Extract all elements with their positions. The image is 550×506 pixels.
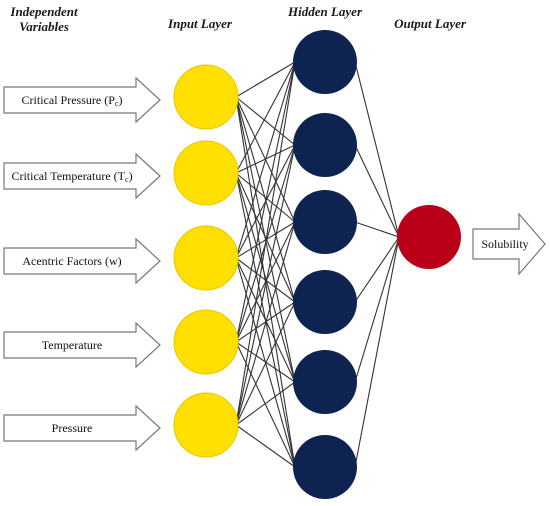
input-label-tail: ) bbox=[129, 169, 133, 183]
input-label-4: Temperature bbox=[42, 338, 102, 352]
independent-variables-header: Independent Variables bbox=[0, 4, 88, 34]
connection-input-2-hidden-5 bbox=[235, 172, 296, 383]
input-label-3: Acentric Factors (w) bbox=[22, 254, 121, 268]
input-arrow-3: Acentric Factors (w) bbox=[3, 237, 161, 285]
input-arrow-1: Critical Pressure (Pc) bbox=[3, 76, 161, 124]
input-node-1 bbox=[173, 64, 239, 130]
connection-input-5-hidden-4 bbox=[235, 301, 296, 426]
input-node-2 bbox=[173, 140, 239, 206]
connection-hidden-5-output bbox=[354, 236, 400, 383]
connection-input-2-hidden-3 bbox=[235, 172, 296, 223]
input-layer-header: Input Layer bbox=[168, 16, 232, 31]
connection-input-5-hidden-1 bbox=[235, 61, 296, 426]
input-label-subscript: c bbox=[115, 99, 119, 108]
block-arrow-shape bbox=[3, 321, 161, 369]
connection-input-1-hidden-1 bbox=[235, 61, 296, 98]
block-arrow-shape bbox=[3, 237, 161, 285]
connection-input-4-hidden-5 bbox=[235, 341, 296, 383]
independent-header-line2: Variables bbox=[19, 19, 69, 34]
connection-hidden-4-output bbox=[354, 236, 400, 303]
input-node-4 bbox=[173, 309, 239, 375]
hidden-node-6 bbox=[293, 435, 357, 499]
hidden-node-2 bbox=[293, 113, 357, 177]
connection-hidden-2-output bbox=[354, 144, 400, 238]
input-label-5: Pressure bbox=[52, 421, 93, 435]
connection-input-5-hidden-2 bbox=[235, 144, 296, 426]
output-block-arrow-shape bbox=[472, 212, 546, 276]
input-label-text: Critical Pressure (P bbox=[22, 93, 116, 107]
connection-input-1-hidden-2 bbox=[235, 96, 296, 146]
connection-input-4-hidden-1 bbox=[235, 61, 296, 343]
input-arrow-5: Pressure bbox=[3, 404, 161, 452]
connections-group bbox=[235, 61, 400, 468]
connection-input-2-hidden-1 bbox=[235, 61, 296, 174]
connection-hidden-6-output bbox=[354, 236, 400, 468]
input-label-text: Acentric Factors (w) bbox=[22, 254, 121, 268]
connection-input-5-hidden-3 bbox=[235, 221, 296, 426]
hidden-node-5 bbox=[293, 350, 357, 414]
connection-input-3-hidden-1 bbox=[235, 61, 296, 259]
block-arrow-shape bbox=[3, 76, 161, 124]
output-arrow: Solubility bbox=[472, 212, 546, 276]
nodes-group bbox=[173, 30, 461, 499]
hidden-node-1 bbox=[293, 30, 357, 94]
connection-hidden-1-output bbox=[354, 61, 400, 238]
input-label-2: Critical Temperature (Tc) bbox=[11, 169, 132, 184]
output-node bbox=[397, 205, 461, 269]
block-arrow-shape bbox=[3, 152, 161, 200]
input-label-subscript: c bbox=[125, 175, 129, 184]
input-label-text: Critical Temperature (T bbox=[11, 169, 125, 183]
hidden-node-4 bbox=[293, 270, 357, 334]
connection-hidden-3-output bbox=[354, 221, 400, 238]
connection-input-4-hidden-3 bbox=[235, 221, 296, 343]
connection-input-5-hidden-5 bbox=[235, 381, 296, 426]
connection-input-2-hidden-4 bbox=[235, 172, 296, 303]
connection-input-3-hidden-3 bbox=[235, 221, 296, 259]
connection-input-3-hidden-4 bbox=[235, 257, 296, 303]
input-label-text: Temperature bbox=[42, 338, 102, 352]
input-node-3 bbox=[173, 225, 239, 291]
input-arrow-4: Temperature bbox=[3, 321, 161, 369]
output-layer-header: Output Layer bbox=[394, 16, 466, 31]
hidden-node-3 bbox=[293, 190, 357, 254]
connection-input-3-hidden-5 bbox=[235, 257, 296, 383]
hidden-layer-header: Hidden Layer bbox=[287, 4, 362, 19]
input-arrows-group: Critical Pressure (Pc)Critical Temperatu… bbox=[3, 76, 546, 452]
block-arrow-shape bbox=[3, 404, 161, 452]
input-arrow-2: Critical Temperature (Tc) bbox=[3, 152, 161, 200]
independent-header-line1: Independent bbox=[10, 4, 78, 19]
input-node-5 bbox=[173, 392, 239, 458]
input-label-tail: ) bbox=[118, 93, 122, 107]
connection-input-5-hidden-6 bbox=[235, 424, 296, 468]
input-label-1: Critical Pressure (Pc) bbox=[22, 93, 123, 108]
input-label-text: Pressure bbox=[52, 421, 93, 435]
output-label: Solubility bbox=[481, 237, 528, 251]
